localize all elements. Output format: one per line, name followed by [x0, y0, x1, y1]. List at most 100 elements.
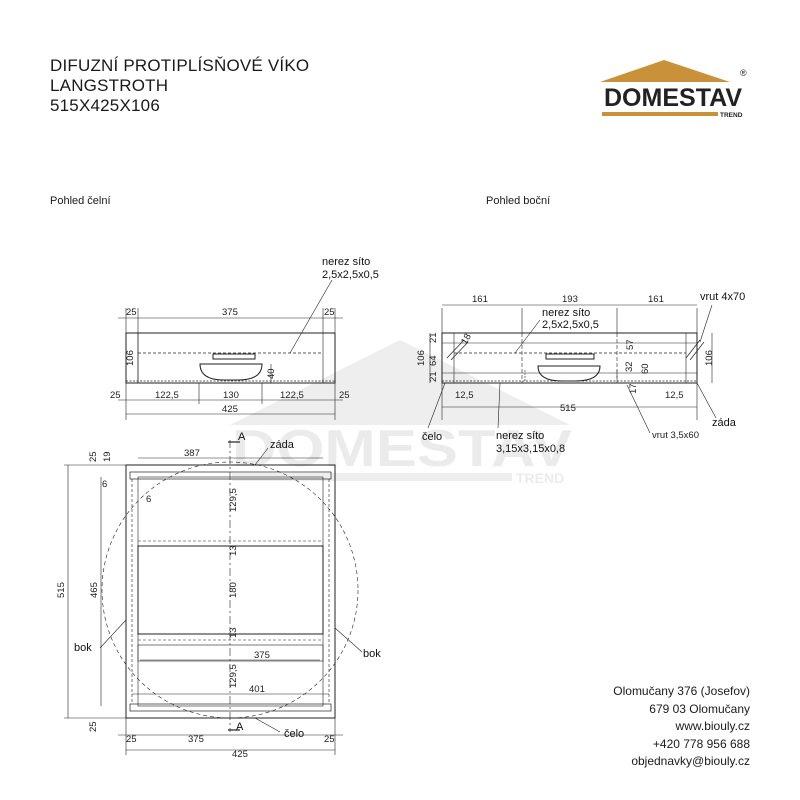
dim-plan-129-bottom: 129,5: [228, 664, 239, 688]
side-outer-frame: [441, 332, 698, 384]
logo-brand-text: DOMESTAV: [604, 84, 742, 112]
dim-plan-387: 387: [184, 448, 200, 459]
plan-bok-right-label: bok: [363, 648, 381, 660]
dim-front-25-left: 25: [126, 307, 137, 318]
side-view-label: Pohled boční: [486, 195, 551, 207]
logo-sub-text: TREND: [720, 112, 743, 119]
plan-handle: [137, 644, 324, 662]
dim-plan-129-top: 129,5: [228, 488, 239, 512]
contact-phone[interactable]: +420 778 956 688: [652, 736, 750, 751]
plan-outer-frame: [125, 464, 336, 719]
side-screw-left: [450, 341, 469, 361]
side-mesh-bottom-leader: [497, 382, 501, 429]
front-mesh-label-2: 2,5x2,5x0,5: [322, 269, 379, 281]
dim-plan-465: 465: [89, 582, 100, 598]
dim-plan-bottom-25-left: 25: [126, 734, 137, 745]
dim-front-40: 40: [266, 368, 277, 379]
dim-front-375: 375: [222, 307, 238, 318]
section-label-top: A: [238, 431, 246, 443]
dim-plan-375-inner: 375: [254, 650, 270, 661]
dim-side-161-right: 161: [648, 294, 664, 305]
dim-plan-13-bottom: 13: [228, 627, 239, 638]
contact-address: Olomučany 376 (Josefov): [613, 684, 750, 698]
dim-side-515: 515: [560, 403, 576, 414]
dim-front-25-right: 25: [324, 307, 335, 318]
side-screw-bottom-label: vrut 3,5x60: [652, 430, 699, 441]
watermark-sub: TREND: [516, 470, 564, 486]
dim-front-130: 130: [223, 390, 239, 401]
side-mesh-bottom-label-2: 3,15x3,15x0,8: [496, 443, 565, 455]
side-zada-label: záda: [712, 417, 737, 429]
front-view-drawing: [118, 279, 343, 420]
dim-side-21-bottom: 21: [428, 371, 439, 382]
plan-view-drawing: [64, 440, 363, 755]
front-handle-block: [212, 353, 256, 360]
dim-side-21-top: 21: [428, 332, 439, 343]
dim-side-17: 17: [628, 383, 639, 394]
plan-bok-left-label: bok: [74, 642, 92, 654]
contact-email[interactable]: objednavky@biouly.cz: [631, 754, 750, 768]
plan-view-dims: 387 A A záda čelo bok bok 25 19 6 515 46…: [56, 431, 381, 760]
dim-plan-19: 19: [102, 451, 113, 462]
side-celo-leader: [427, 382, 446, 429]
side-mesh-label-1: nerez síto: [542, 307, 590, 319]
dim-plan-180: 180: [228, 582, 239, 598]
dim-plan-401: 401: [249, 684, 265, 695]
dim-front-122-left: 122,5: [155, 390, 179, 401]
front-handle-cutout: [199, 363, 263, 381]
dim-plan-bottom-375: 375: [188, 734, 204, 745]
plan-zada-label: záda: [270, 439, 295, 451]
plan-top-board: [129, 471, 332, 480]
title-line-3: 515X425X106: [50, 96, 160, 115]
dim-side-161-left: 161: [472, 294, 488, 305]
logo-bar: [602, 112, 718, 116]
dim-plan-25-top: 25: [88, 451, 99, 462]
side-mesh-label-2: 2,5x2,5x0,5: [542, 319, 599, 331]
dim-side-193: 193: [562, 294, 578, 305]
plan-bok-left-leader: [99, 619, 127, 649]
side-screw-top-leader: [699, 304, 713, 343]
dim-front-bottom-25-left: 25: [110, 390, 121, 401]
front-view-dims: 25 375 25 106 40 25 122,5 130 122,5 25 4…: [110, 256, 379, 415]
side-zada-leader: [696, 382, 717, 419]
dim-plan-515: 515: [56, 582, 67, 598]
side-view-drawing: [427, 304, 717, 434]
side-handle-cutout: [537, 365, 601, 382]
side-screw-right: [689, 341, 705, 361]
logo-roof: [600, 60, 730, 82]
watermark: DOMESTAV TREND: [230, 340, 572, 486]
dim-front-425: 425: [222, 404, 238, 415]
dim-plan-6-inner: 6: [146, 494, 151, 505]
front-view-label: Pohled čelní: [50, 195, 111, 207]
dim-side-32: 32: [624, 361, 635, 372]
dim-front-bottom-25-right: 25: [339, 390, 350, 401]
side-screw-right: [685, 339, 701, 359]
dim-side-18: 18: [459, 332, 474, 347]
plan-celo-leader: [254, 717, 281, 733]
dim-side-106-left: 106: [416, 350, 427, 366]
side-handle-block: [545, 353, 595, 360]
dim-plan-425: 425: [232, 749, 248, 760]
dim-plan-bottom-25-right: 25: [324, 734, 335, 745]
watermark-brand: DOMESTAV: [232, 420, 572, 478]
dim-plan-6-left: 6: [102, 479, 107, 490]
watermark-bar: [232, 473, 512, 481]
side-screw-left: [446, 339, 465, 359]
domestav-logo: ® DOMESTAV TREND: [600, 60, 747, 119]
title-line-2: LANGSTROTH: [50, 76, 169, 95]
front-mesh-label-1: nerez síto: [322, 256, 370, 268]
section-label-bottom: A: [236, 721, 244, 733]
side-screw-top-label: vrut 4x70: [700, 291, 745, 303]
logo-registered: ®: [740, 68, 747, 78]
dim-front-122-right: 122,5: [280, 390, 304, 401]
dim-plan-13-top: 13: [228, 545, 239, 556]
side-celo-label: čelo: [422, 431, 442, 443]
dim-side-106-right: 106: [704, 350, 715, 366]
dim-side-12-right: 12,5: [665, 390, 684, 401]
contact-block: Olomučany 376 (Josefov) 679 03 Olomučany…: [613, 683, 750, 771]
dim-side-64: 64: [428, 355, 439, 366]
drawing-title: DIFUZNÍ PROTIPLÍSŇOVÉ VÍKO LANGSTROTH 51…: [50, 56, 309, 116]
contact-website[interactable]: www.biouly.cz: [675, 719, 750, 733]
dim-plan-25-bottom: 25: [88, 721, 99, 732]
